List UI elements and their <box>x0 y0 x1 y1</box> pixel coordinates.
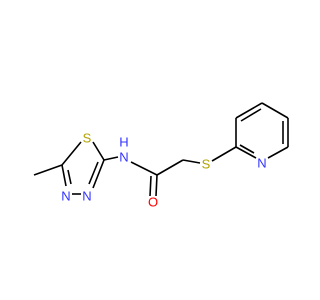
bond-py-c3-c4 <box>235 102 263 119</box>
structure-diagram: S N N H N O S N <box>33 102 289 210</box>
atom-o-carbonyl: O <box>148 195 158 210</box>
bond-n4-c5 <box>61 164 67 187</box>
atom-n-pyridine: N <box>257 156 266 171</box>
bond-nh-carbonyl <box>130 161 158 176</box>
bond-c2-nh <box>103 156 119 161</box>
bond-c5-s1 <box>61 141 82 166</box>
bond-n4-c5-inner <box>67 169 72 185</box>
bond-py-n-c2 <box>235 146 257 159</box>
bond-ch2-s <box>182 159 201 164</box>
atom-nh-n: N <box>119 150 128 165</box>
bonds <box>33 102 289 197</box>
bond-s-pyridine <box>211 146 237 162</box>
atom-nh-h: H <box>119 135 128 150</box>
bond-c2-n3-inner <box>88 161 99 185</box>
atom-n-thiadiazole-3: N <box>82 189 91 204</box>
bond-carbonyl-o <box>155 174 158 197</box>
bond-py-n-c2-inner <box>239 144 255 154</box>
bond-py-c4-c5 <box>261 102 289 119</box>
atom-s-thioether: S <box>202 157 211 172</box>
bond-py-c3-c4-inner <box>240 108 262 122</box>
molecule-drawing: S N N H N O S N <box>33 102 289 210</box>
bond-carbonyl-ch2 <box>156 159 184 176</box>
atom-n-thiadiazole-4: N <box>61 189 70 204</box>
bond-s1-c2 <box>92 141 105 161</box>
atom-s-thiadiazole: S <box>83 131 92 146</box>
bond-py-c6-n <box>267 146 289 159</box>
atom-labels: S N N H N O S N <box>61 131 266 210</box>
bond-methyl-c5 <box>33 164 63 176</box>
bond-c2-n3 <box>92 159 105 189</box>
bond-carbonyl-o-inner <box>149 175 152 197</box>
